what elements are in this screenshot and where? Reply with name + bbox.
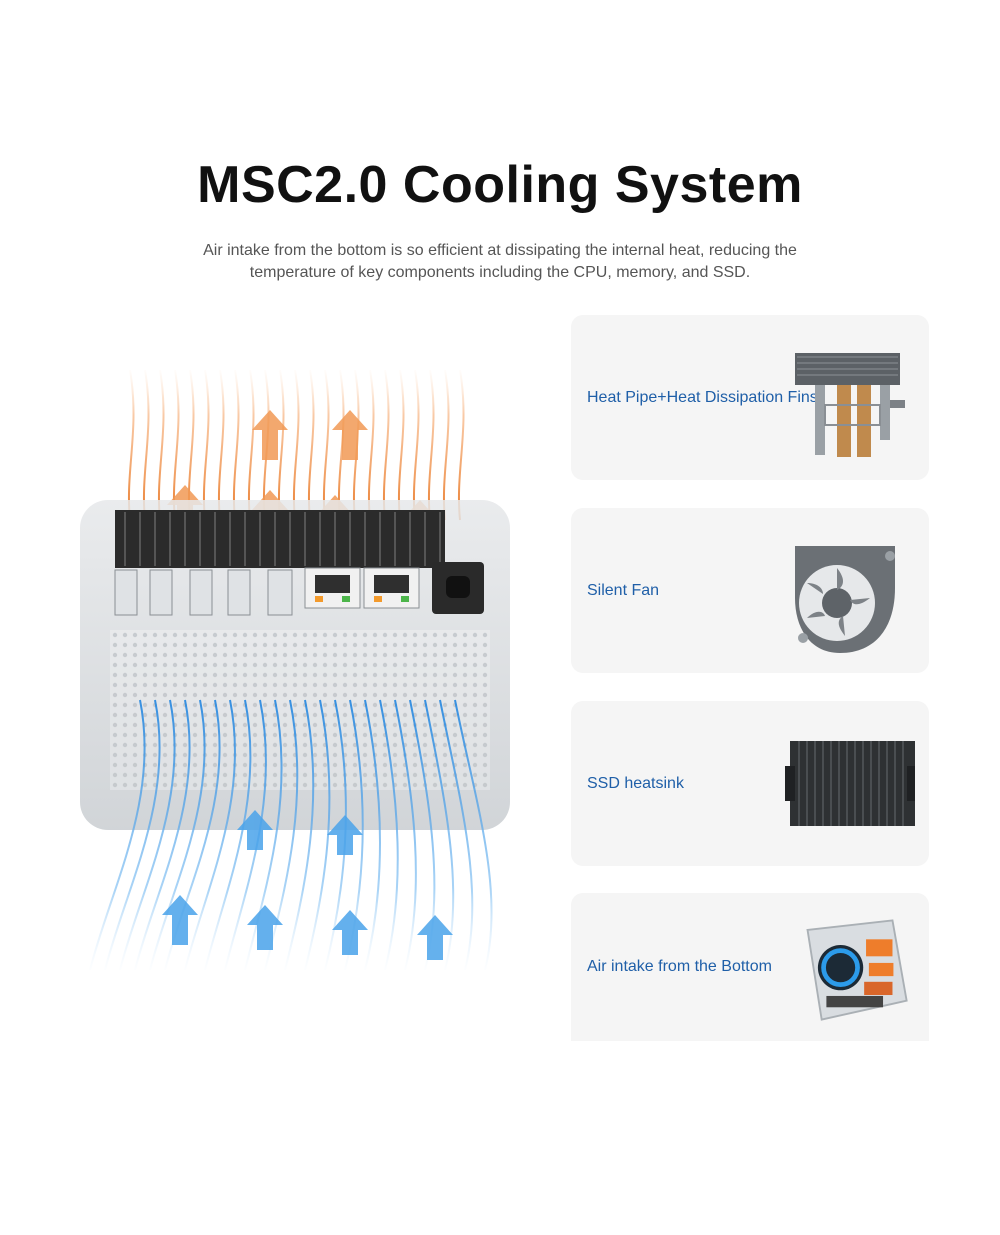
feature-card-air-intake: Air intake from the Bottom — [571, 893, 929, 1041]
feature-label-ssd-heatsink: SSD heatsink — [587, 774, 684, 792]
feature-label-air-intake: Air intake from the Bottom — [587, 958, 772, 975]
silent-fan-icon — [795, 546, 895, 653]
rear-ports — [114, 562, 484, 616]
heat-pipe-fins-icon — [795, 353, 905, 457]
feature-label-heat-pipe: Heat Pipe+Heat Dissipation Fins — [587, 388, 818, 406]
feature-card-silent-fan: Silent Fan — [571, 508, 929, 673]
feature-card-heat-pipe: Heat Pipe+Heat Dissipation Fins — [571, 315, 929, 480]
page-subtitle: Air intake from the bottom is so efficie… — [203, 242, 797, 281]
mini-pc-airflow-illustration — [80, 370, 510, 971]
cool-air-flow — [89, 699, 493, 971]
transparent-mini-pc-icon — [806, 919, 908, 1021]
page-title: MSC2.0 Cooling System — [197, 156, 803, 214]
feature-label-silent-fan: Silent Fan — [587, 581, 660, 599]
feature-card-ssd-heatsink: SSD heatsink — [571, 701, 929, 866]
ssd-heatsink-icon — [785, 741, 915, 826]
cool-air-arrows — [162, 810, 453, 960]
mini-pc-case — [80, 500, 510, 830]
